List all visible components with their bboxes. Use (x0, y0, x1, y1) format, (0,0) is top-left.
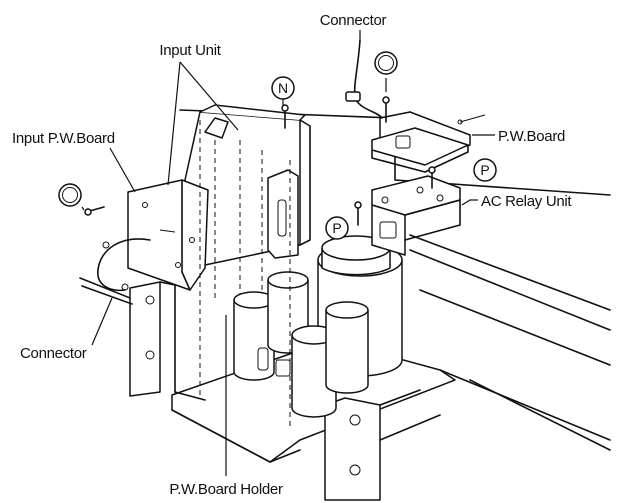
label-connector-top: Connector (320, 12, 387, 29)
label-ac-relay-unit: AC Relay Unit (481, 193, 572, 210)
ac-relay-unit (371, 175, 461, 256)
marker-n-text: N (278, 80, 288, 96)
label-input-unit: Input Unit (159, 42, 221, 59)
screw-marker-o-right (374, 51, 398, 75)
label-pw-board: P.W.Board (498, 128, 565, 145)
screw-marker-o-left (58, 183, 82, 207)
marker-p-right-text: P (480, 162, 489, 178)
screw-marker-p-center: P (325, 216, 349, 240)
screws (84, 96, 436, 430)
label-connector-left: Connector (20, 345, 87, 362)
leader-lines (81, 30, 495, 476)
screw-marker-p-right: P (473, 158, 497, 182)
label-input-pw-board: Input P.W.Board (12, 130, 115, 147)
connector-top-wire (345, 39, 383, 119)
marker-p-center-text: P (332, 220, 341, 236)
screw-marker-n-top: N (271, 76, 295, 100)
label-pw-board-holder: P.W.Board Holder (169, 481, 283, 498)
pw-board-upper (371, 111, 486, 173)
input-pw-board (79, 179, 209, 305)
